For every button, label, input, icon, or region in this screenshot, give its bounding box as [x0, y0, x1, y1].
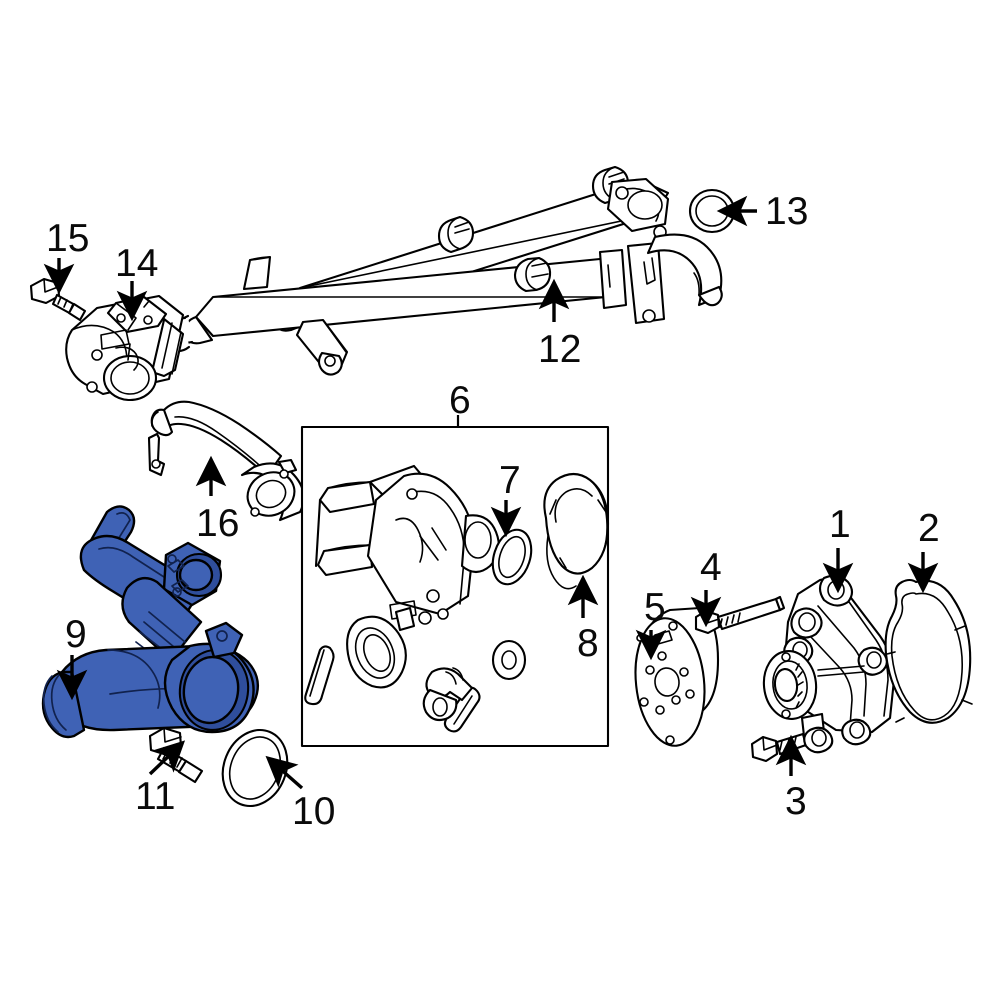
part-10-o-ring	[221, 728, 289, 808]
callout-label-7[interactable]: 7	[499, 459, 521, 502]
part-4-long-bolt	[694, 595, 786, 635]
part-16-coolant-pipe	[147, 400, 305, 522]
callout-label-9[interactable]: 9	[65, 613, 87, 656]
callout-label-16[interactable]: 16	[196, 502, 240, 545]
callout-label-8[interactable]: 8	[577, 622, 599, 665]
part-13-o-ring	[688, 188, 736, 234]
callout-label-3[interactable]: 3	[785, 780, 807, 823]
part-11-bolt	[148, 726, 204, 784]
callout-label-13[interactable]: 13	[765, 190, 809, 233]
callout-label-10[interactable]: 10	[292, 790, 336, 833]
part-2-water-pump-gasket	[884, 578, 973, 724]
part-7-o-ring	[491, 528, 533, 586]
callout-label-1[interactable]: 1	[829, 503, 851, 546]
callout-label-14[interactable]: 14	[115, 242, 159, 285]
part-1-water-pump	[762, 574, 896, 754]
callout-label-12[interactable]: 12	[538, 328, 582, 371]
callout-label-15[interactable]: 15	[46, 217, 90, 260]
callout-label-5[interactable]: 5	[644, 586, 666, 629]
part-8-thermostat-cover	[543, 472, 610, 590]
part-3-bolt	[750, 730, 814, 763]
part-9-highlighted-coolant-pipe	[41, 505, 260, 739]
part-12-coolant-pipe-assembly	[161, 165, 723, 376]
callout-label-4[interactable]: 4	[700, 546, 722, 589]
part-6-thermostat-housing-assembly	[304, 464, 610, 733]
callout-label-2[interactable]: 2	[918, 507, 940, 550]
callout-arrows	[43, 195, 939, 790]
callout-label-11[interactable]: 11	[135, 775, 176, 818]
part-15-bolt	[29, 277, 87, 322]
callout-label-6[interactable]: 6	[449, 379, 471, 422]
